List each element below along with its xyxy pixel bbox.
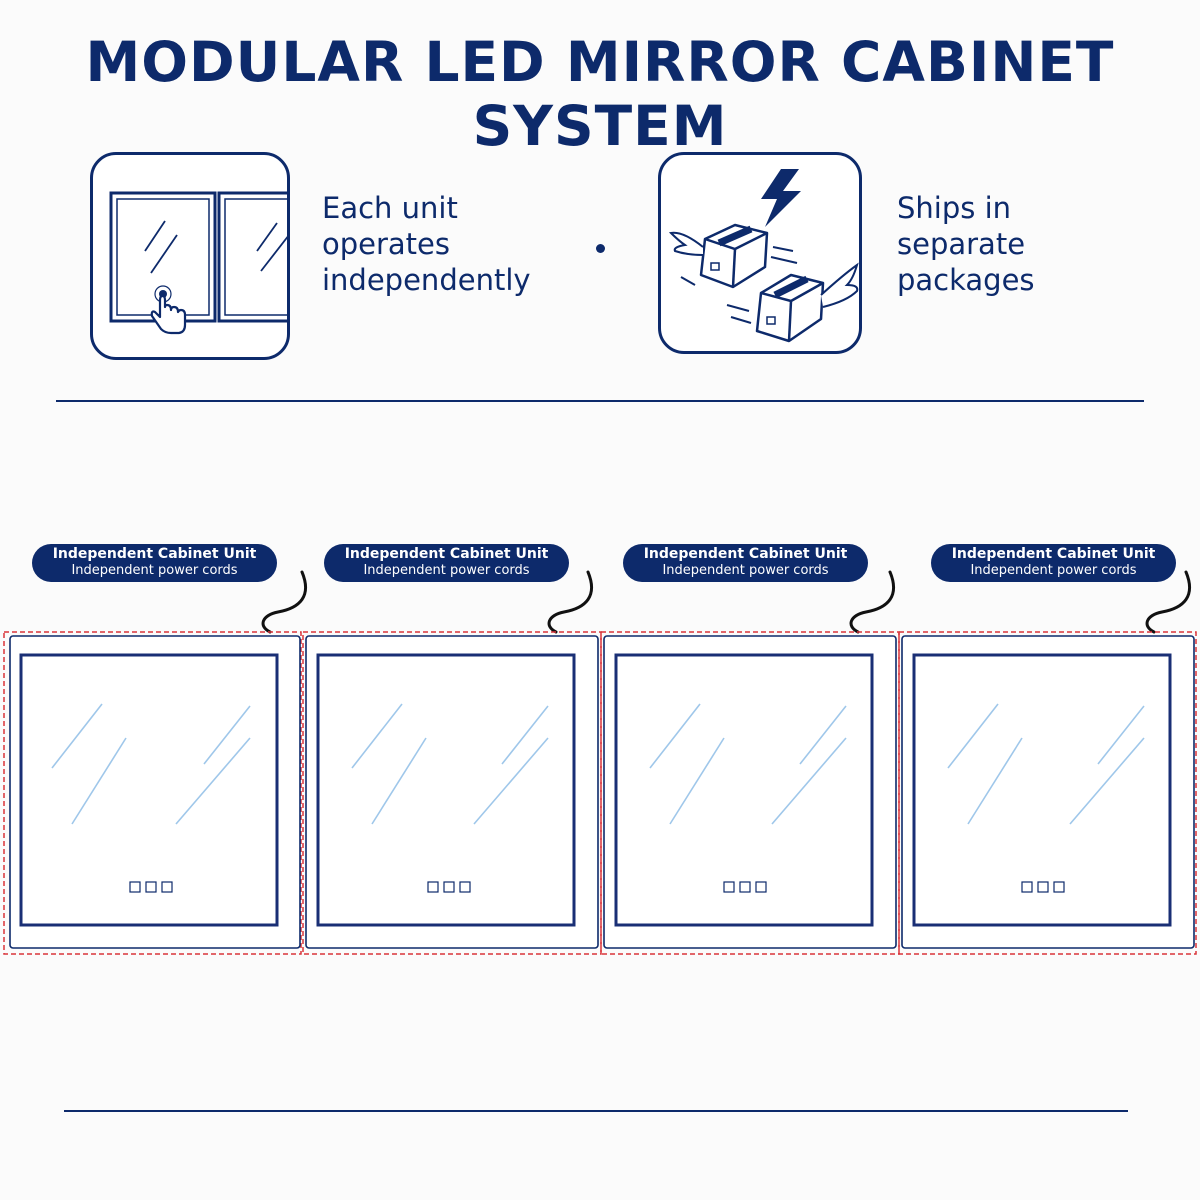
unit-label-1: Independent Cabinet Unit Independent pow… <box>32 544 277 582</box>
feature-text-independent: Each unit operates independently <box>322 191 531 297</box>
mirror-cabinet-1 <box>3 631 302 955</box>
mirror-cabinet-2 <box>302 631 602 955</box>
flying-boxes-icon-box <box>658 152 862 354</box>
unit-label-4: Independent Cabinet Unit Independent pow… <box>931 544 1176 582</box>
flying-boxes-icon <box>668 169 859 343</box>
mirror-cabinet-4 <box>898 631 1197 955</box>
page-title: MODULAR LED MIRROR CABINET SYSTEM <box>85 30 1115 158</box>
feature-text-shipping: Ships in separate packages <box>897 191 1035 297</box>
mirror-touch-icon-box <box>90 152 290 360</box>
power-cords <box>261 570 1192 634</box>
bullet-dot <box>596 244 605 253</box>
power-cord-3 <box>849 570 896 634</box>
unit-label-3: Independent Cabinet Unit Independent pow… <box>623 544 868 582</box>
power-cord-1 <box>261 570 308 634</box>
mirror-cabinet-3 <box>600 631 900 955</box>
power-cord-4 <box>1145 570 1192 634</box>
divider-top <box>56 400 1144 402</box>
divider-bottom <box>64 1110 1128 1112</box>
cabinet-row <box>3 631 1197 955</box>
mirror-touch-icon <box>109 191 287 335</box>
power-cord-2 <box>547 570 594 634</box>
unit-label-2: Independent Cabinet Unit Independent pow… <box>324 544 569 582</box>
